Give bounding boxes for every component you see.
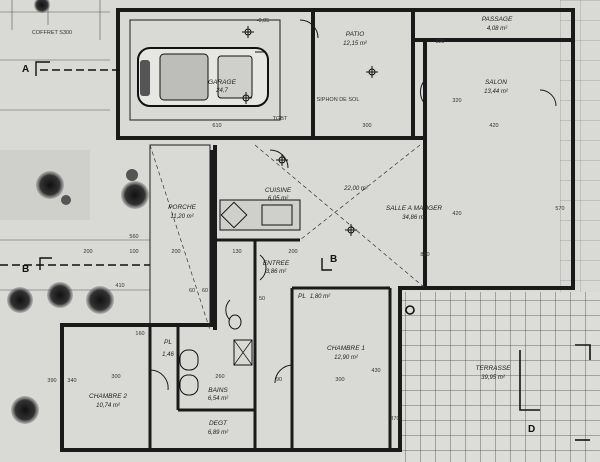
dim-200c: 200 <box>288 249 297 255</box>
coffret-label: COFFRET S300 <box>32 30 72 36</box>
dim-420-salon: 420 <box>489 123 498 129</box>
terrace-marks <box>405 305 591 441</box>
cuisine-area: 6,05 m² <box>268 196 289 202</box>
pl-bains-area: 1,46 <box>162 352 174 358</box>
dim-610: 610 <box>212 123 221 129</box>
porche-area: 11,20 m² <box>170 214 194 220</box>
porche-name: PORCHE <box>168 204 196 211</box>
entree-name: ENTREE <box>263 260 290 267</box>
dim-320: 320 <box>452 98 461 104</box>
dim-390: 390 <box>47 378 56 384</box>
dim-300-patio: 300 <box>362 123 371 129</box>
dim-370: 370 <box>390 416 399 422</box>
chambre1-name: CHAMBRE 1 <box>327 345 365 352</box>
passage-name: PASSAGE <box>482 16 513 23</box>
internal-walls <box>62 238 392 450</box>
dashed-lines <box>149 144 426 331</box>
entree-area: 3,86 m² <box>266 269 287 275</box>
plants <box>7 0 149 424</box>
dim-410: 410 <box>115 283 124 289</box>
pl-chambre-area: 1,80 m² <box>310 294 331 300</box>
car-icon <box>137 47 269 107</box>
degt-name: DEGT <box>209 420 228 427</box>
dim-50: 50 <box>259 296 265 302</box>
cuisine-name: CUISINE <box>265 187 292 194</box>
bathroom-fixtures <box>179 314 253 396</box>
degt-area: 6,89 m² <box>208 430 229 436</box>
garage-name: GARAGE <box>208 79 236 86</box>
dim-260: 260 <box>215 374 224 380</box>
bains-name: BAINS <box>208 387 228 394</box>
ceiling-height: 22,00 m² <box>343 186 369 192</box>
dim-60a: 60 <box>189 288 195 294</box>
dim-830: 830 <box>420 252 429 258</box>
terrasse-area: 39,95 m² <box>481 375 506 381</box>
bains-area: 6,54 m² <box>208 396 229 402</box>
terrasse-name: TERRASSE <box>475 365 511 372</box>
siphon-label: SIPHON DE SOL <box>317 97 360 103</box>
salle-a-manger-area: 34,86 m² <box>402 215 427 221</box>
patio-name: PATIO <box>346 31 365 38</box>
section-a-label: A <box>22 64 29 75</box>
section-markers <box>0 61 332 271</box>
dim-120-passage: 120 <box>435 39 444 45</box>
chambre1-area: 12,90 m² <box>334 355 359 361</box>
dim-200a: 200 <box>83 249 92 255</box>
dim-420-side: 420 <box>452 211 461 217</box>
passage-area: 4,08 m² <box>487 26 508 32</box>
garage-inner <box>129 19 281 121</box>
dim-200b: 200 <box>171 249 180 255</box>
salon-name: SALON <box>485 79 507 86</box>
grid-right <box>560 0 600 300</box>
pl-bains-name: PL <box>164 339 172 346</box>
section-d-label: D <box>528 424 535 435</box>
dim-560: 560 <box>129 234 138 240</box>
salle-a-manger-name: SALLE A MANGER <box>386 205 443 212</box>
pl-chambre-name: PL <box>298 293 306 300</box>
patio-area: 12,15 m² <box>343 41 368 47</box>
dim-300-ch2: 300 <box>111 374 120 380</box>
dim-130: 130 <box>232 249 241 255</box>
elevation-label: -0,05 <box>257 18 270 24</box>
dim-430: 430 <box>371 368 380 374</box>
light-symbols <box>240 26 378 236</box>
salon-area: 13,44 m² <box>484 89 509 95</box>
section-b-right-label: B <box>330 254 337 265</box>
chambre2-area: 10,74 m² <box>96 403 121 409</box>
section-b-label: B <box>22 264 29 275</box>
dim-100a: 100 <box>129 249 138 255</box>
terrasse-tiles <box>400 292 600 462</box>
chambre2-name: CHAMBRE 2 <box>89 393 127 400</box>
tgbt-label: TGBT <box>273 116 288 122</box>
porche-outline <box>149 144 211 326</box>
garage-area: 24,7 <box>215 88 228 94</box>
kitchen-counter <box>219 199 301 231</box>
dim-60b: 60 <box>202 288 208 294</box>
dim-570: 570 <box>555 206 564 212</box>
dim-90: 90 <box>276 377 282 383</box>
dim-340: 340 <box>67 378 76 384</box>
door-swings <box>149 19 557 391</box>
dim-160: 160 <box>135 331 144 337</box>
dim-300-ch1: 300 <box>335 377 344 383</box>
